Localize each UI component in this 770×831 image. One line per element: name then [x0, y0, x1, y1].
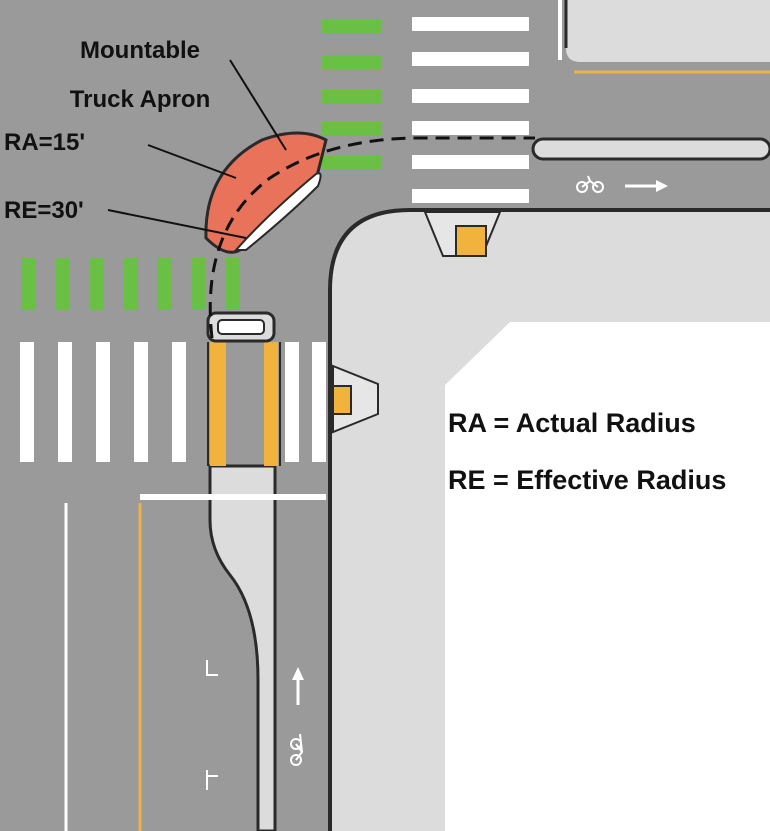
bike-crossing-block — [158, 258, 172, 310]
bike-crossing-block — [56, 258, 70, 310]
crosswalk-stripe — [412, 52, 529, 66]
crosswalk-stripe — [58, 342, 72, 462]
corner-curb-line — [328, 208, 770, 831]
bike-crossing-block — [322, 122, 382, 136]
bike-crossing-block — [124, 258, 138, 310]
building-block — [445, 322, 770, 831]
leader-re — [107, 209, 247, 239]
bike-crossing-block — [322, 55, 382, 69]
bike-crossing-block — [192, 258, 206, 310]
bike-crossing-block — [22, 258, 36, 310]
buffer-right-yellow — [264, 342, 278, 466]
bike-crossing-block — [90, 258, 104, 310]
truck-apron-label-line2: Truck Apron — [70, 86, 210, 113]
truck-apron-label-line1: Mountable — [80, 37, 200, 64]
crosswalk-stripe — [134, 342, 148, 462]
crosswalk-stripe — [172, 342, 186, 462]
leader-truck-apron — [229, 59, 287, 151]
leader-ra — [147, 144, 237, 179]
median-island — [208, 464, 277, 831]
bike-crossing-block — [322, 20, 382, 34]
arrow-icon — [292, 667, 304, 705]
bicycle-icon — [290, 733, 304, 766]
arrow-icon — [625, 180, 668, 192]
bicycle-icon — [576, 175, 604, 193]
effective-radius-path — [208, 136, 535, 339]
buffer-left-yellow — [210, 342, 226, 466]
ra-label: RA=15' — [4, 129, 85, 156]
median-nose-inner — [217, 319, 265, 335]
crosswalk-stripe — [20, 342, 34, 462]
separator-island — [531, 137, 770, 161]
crosswalk-stripe — [412, 89, 529, 103]
pavement-mark — [206, 660, 218, 676]
truck-apron-inner-curb — [233, 172, 322, 251]
curb-ramp-north-tactile — [455, 225, 487, 257]
bike-crossing-block — [322, 156, 382, 170]
re-label: RE=30' — [4, 197, 84, 224]
top-right-corner-sidewalk — [566, 0, 770, 62]
pavement-mark — [206, 770, 218, 790]
bike-crossing-block — [226, 258, 240, 310]
crosswalk-stripe — [412, 121, 529, 135]
crosswalk-stripe — [312, 342, 326, 462]
crosswalk-stripe — [96, 342, 110, 462]
curb-ramp-west-tactile — [332, 385, 352, 415]
crosswalk-stripe — [412, 17, 529, 31]
legend-actual-radius: RA = Actual Radius — [448, 408, 696, 438]
crosswalk-stripe — [412, 189, 529, 203]
crosswalk-stripe — [285, 342, 299, 462]
bike-crossing-block — [322, 90, 382, 104]
crosswalk-stripe — [412, 155, 529, 169]
legend-effective-radius: RE = Effective Radius — [448, 465, 726, 495]
